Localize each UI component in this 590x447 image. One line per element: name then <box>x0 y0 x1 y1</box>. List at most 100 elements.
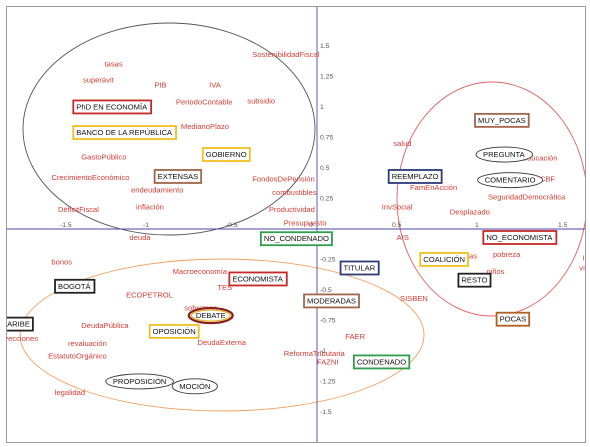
point-label-icbf: ICBF <box>538 174 556 183</box>
oval-label-text: COMENTARIO <box>485 176 536 185</box>
label-box <box>148 324 200 339</box>
boxed-label-coalicion: COALICIÓN <box>419 252 469 267</box>
boxed-label-text: CARIBE <box>7 320 30 329</box>
boxed-label-extensas: EXTENSAS <box>153 169 203 184</box>
oval-labels: PREGUNTA COMENTARIO DEBATE PROPOSICIÓN MOCIÓ… <box>105 146 544 395</box>
point-label-pib: PIB <box>154 80 166 89</box>
cluster-ellipse-bottom <box>19 258 425 412</box>
point-label-seguridaddemocratica: SeguridadDemocrática <box>488 193 566 202</box>
point-label-deuda: deuda <box>129 233 151 242</box>
boxed-label-phd-en-economia: PhD EN ECONOMÍA <box>72 99 153 115</box>
y-tick-label: 0.25 <box>320 196 333 203</box>
point-label-famenaccion: FamEnAcción <box>410 183 457 192</box>
label-box <box>228 271 288 287</box>
point-label-periodocontable: PeriodoContable <box>176 98 233 107</box>
point-label-invias: INVIAS <box>583 254 585 263</box>
point-label-crecimientoeconomico: CrecimientoEconómico <box>51 173 129 182</box>
label-box <box>419 252 469 267</box>
x-tick-label: 1 <box>475 222 479 229</box>
boxed-label-text: CONDENADO <box>357 357 406 366</box>
point-label-ninos: niños <box>486 267 504 276</box>
point-label-reformatributaria: ReformaTributaria <box>284 349 346 358</box>
point-label-faer: FAER <box>345 332 365 341</box>
oval-label-text: PREGUNTA <box>483 150 526 159</box>
point-label-salud: salud <box>393 139 411 148</box>
label-oval <box>477 172 544 189</box>
label-box <box>153 169 203 184</box>
label-box <box>482 230 558 245</box>
boxed-label-no-economista: NO_ECONOMISTA <box>482 230 558 245</box>
y-tick-label: 0.5 <box>320 165 330 172</box>
label-box <box>339 260 380 276</box>
point-label-fondosdepension: FondosDePensión <box>252 174 314 183</box>
label-box <box>495 311 531 327</box>
boxed-label-titular: TITULAR <box>339 260 380 276</box>
y-tick-label: -0.5 <box>320 287 332 294</box>
point-label-deudapublica: DeudaPública <box>81 321 129 330</box>
label-box <box>303 293 360 309</box>
y-tick-label: -1.25 <box>320 379 336 386</box>
point-label-superavit: superávit <box>83 76 115 85</box>
point-label-invsocial: InvSocial <box>382 202 413 211</box>
point-label-endeudamiento: endeudamiento <box>131 185 183 194</box>
oval-label-pregunta: PREGUNTA <box>475 146 534 163</box>
point-label-iva: IVA <box>209 80 222 89</box>
oval-label-text: PROPOSICIÓN <box>113 377 167 386</box>
cluster-ellipse-top-left <box>22 22 316 236</box>
x-tick-label: 0.5 <box>392 222 402 229</box>
point-label-proyecciones: proyecciones <box>7 334 38 343</box>
label-box <box>387 169 443 184</box>
label-box <box>474 112 530 128</box>
boxed-label-muy-pocas: MUY_POCAS <box>474 112 530 128</box>
label-oval <box>187 306 234 325</box>
y-tick-label: 1 <box>320 104 324 111</box>
point-label-subsidio: subsidio <box>247 96 275 105</box>
x-tick-label: -1 <box>143 222 149 229</box>
point-label-fazni: FAZNI <box>317 357 339 366</box>
point-label-combustibles: combustibles <box>272 188 317 197</box>
point-label-bonos: bonos <box>51 257 72 266</box>
point-label-tes: TES <box>217 283 232 292</box>
label-box <box>352 354 411 370</box>
oval-label-text: DEBATE <box>196 311 226 320</box>
boxed-label-economista: ECONOMISTA <box>228 271 288 287</box>
oval-label-comentario: COMENTARIO <box>477 172 544 189</box>
oval-label-mocion: MOCIÓN <box>171 378 218 395</box>
label-box <box>7 316 34 332</box>
oval-label-proposicion: PROPOSICIÓN <box>105 373 174 390</box>
boxed-label-text: RESTO <box>461 276 487 285</box>
boxed-label-text: REEMPLAZO <box>392 172 439 181</box>
y-tick-label: -0.75 <box>320 318 336 325</box>
boxed-label-text: EXTENSAS <box>158 172 199 181</box>
point-label-revaluacion: revaluación <box>68 339 107 348</box>
x-tick-label: 0 <box>309 222 313 229</box>
boxed-label-gobierno: GOBIERNO <box>201 147 251 162</box>
x-tick-label: 1.5 <box>558 222 568 229</box>
point-label-vivienda: vivienda <box>579 263 585 272</box>
boxed-label-reemplazo: REEMPLAZO <box>387 169 443 184</box>
boxed-label-text: MODERADAS <box>307 296 356 305</box>
oval-label-debate: DEBATE <box>187 306 234 325</box>
point-label-deudaexterna: DeudaExterna <box>197 338 246 347</box>
point-label-presupuesto: Presupuesto <box>284 218 327 227</box>
boxed-label-pocas: POCAS <box>495 311 531 327</box>
label-oval <box>105 373 174 390</box>
y-tick-label: 0.75 <box>320 135 333 142</box>
boxed-label-moderadas: MODERADAS <box>303 293 360 309</box>
oval-label-text: MOCIÓN <box>179 382 210 391</box>
boxed-label-text: NO_CONDENADO <box>264 234 329 243</box>
point-label-pobreza: pobreza <box>493 250 521 259</box>
point-label-tasas: tasas <box>105 60 123 69</box>
point-label-macroeconomia: Macroeconomía <box>173 267 228 276</box>
point-label-desplazado: Desplazado <box>450 207 490 216</box>
y-tick-label: -1.5 <box>320 409 332 416</box>
y-tick-label: -1 <box>320 348 326 355</box>
axes <box>7 7 585 442</box>
boxed-label-text: PhD EN ECONOMÍA <box>76 102 148 111</box>
point-label-ecopetrol: ECOPETROL <box>126 290 173 299</box>
x-tick-label: -1.5 <box>60 222 72 229</box>
boxed-label-no-condenado: NO_CONDENADO <box>259 231 333 247</box>
